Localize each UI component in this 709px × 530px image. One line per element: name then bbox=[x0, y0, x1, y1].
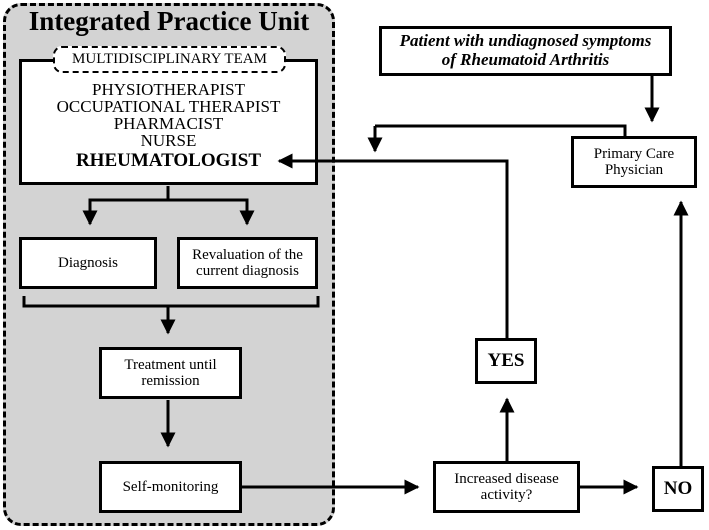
merge-bracket bbox=[22, 296, 320, 308]
team-fork-line bbox=[88, 198, 249, 215]
member-nurse: NURSE bbox=[140, 131, 197, 150]
team-member-list: PHYSIOTHERAPIST OCCUPATIONAL THERAPIST P… bbox=[19, 81, 318, 173]
treatment-box: Treatment until remission bbox=[99, 347, 242, 399]
member-rheumatologist: RHEUMATOLOGIST bbox=[75, 150, 262, 171]
team-tag: MULTIDISCIPLINARY TEAM bbox=[53, 46, 286, 73]
unit-title: Integrated Practice Unit bbox=[28, 6, 310, 36]
revaluation-box: Revaluation of the current diagnosis bbox=[177, 237, 318, 289]
patient-box: Patient with undiagnosed symptoms of Rhe… bbox=[379, 26, 672, 76]
diagnosis-box: Diagnosis bbox=[19, 237, 157, 289]
member-occupational-therapist: OCCUPATIONAL THERAPIST bbox=[56, 97, 281, 116]
member-pharmacist: PHARMACIST bbox=[113, 114, 224, 133]
arrow-yes-to-rheumatologist bbox=[277, 153, 509, 338]
yes-box: YES bbox=[475, 338, 537, 384]
increased-activity-box: Increased disease activity? bbox=[433, 461, 580, 513]
patient-line-1: Patient with undiagnosed symptoms bbox=[399, 31, 652, 51]
self-monitoring-box: Self-monitoring bbox=[99, 461, 242, 513]
pcp-feedback-line bbox=[375, 124, 627, 136]
team-box bbox=[19, 59, 318, 185]
no-box: NO bbox=[652, 466, 704, 512]
member-physiotherapist: PHYSIOTHERAPIST bbox=[91, 80, 246, 99]
primary-care-box: Primary Care Physician bbox=[571, 136, 697, 188]
patient-line-2: of Rheumatoid Arthritis bbox=[441, 50, 610, 69]
